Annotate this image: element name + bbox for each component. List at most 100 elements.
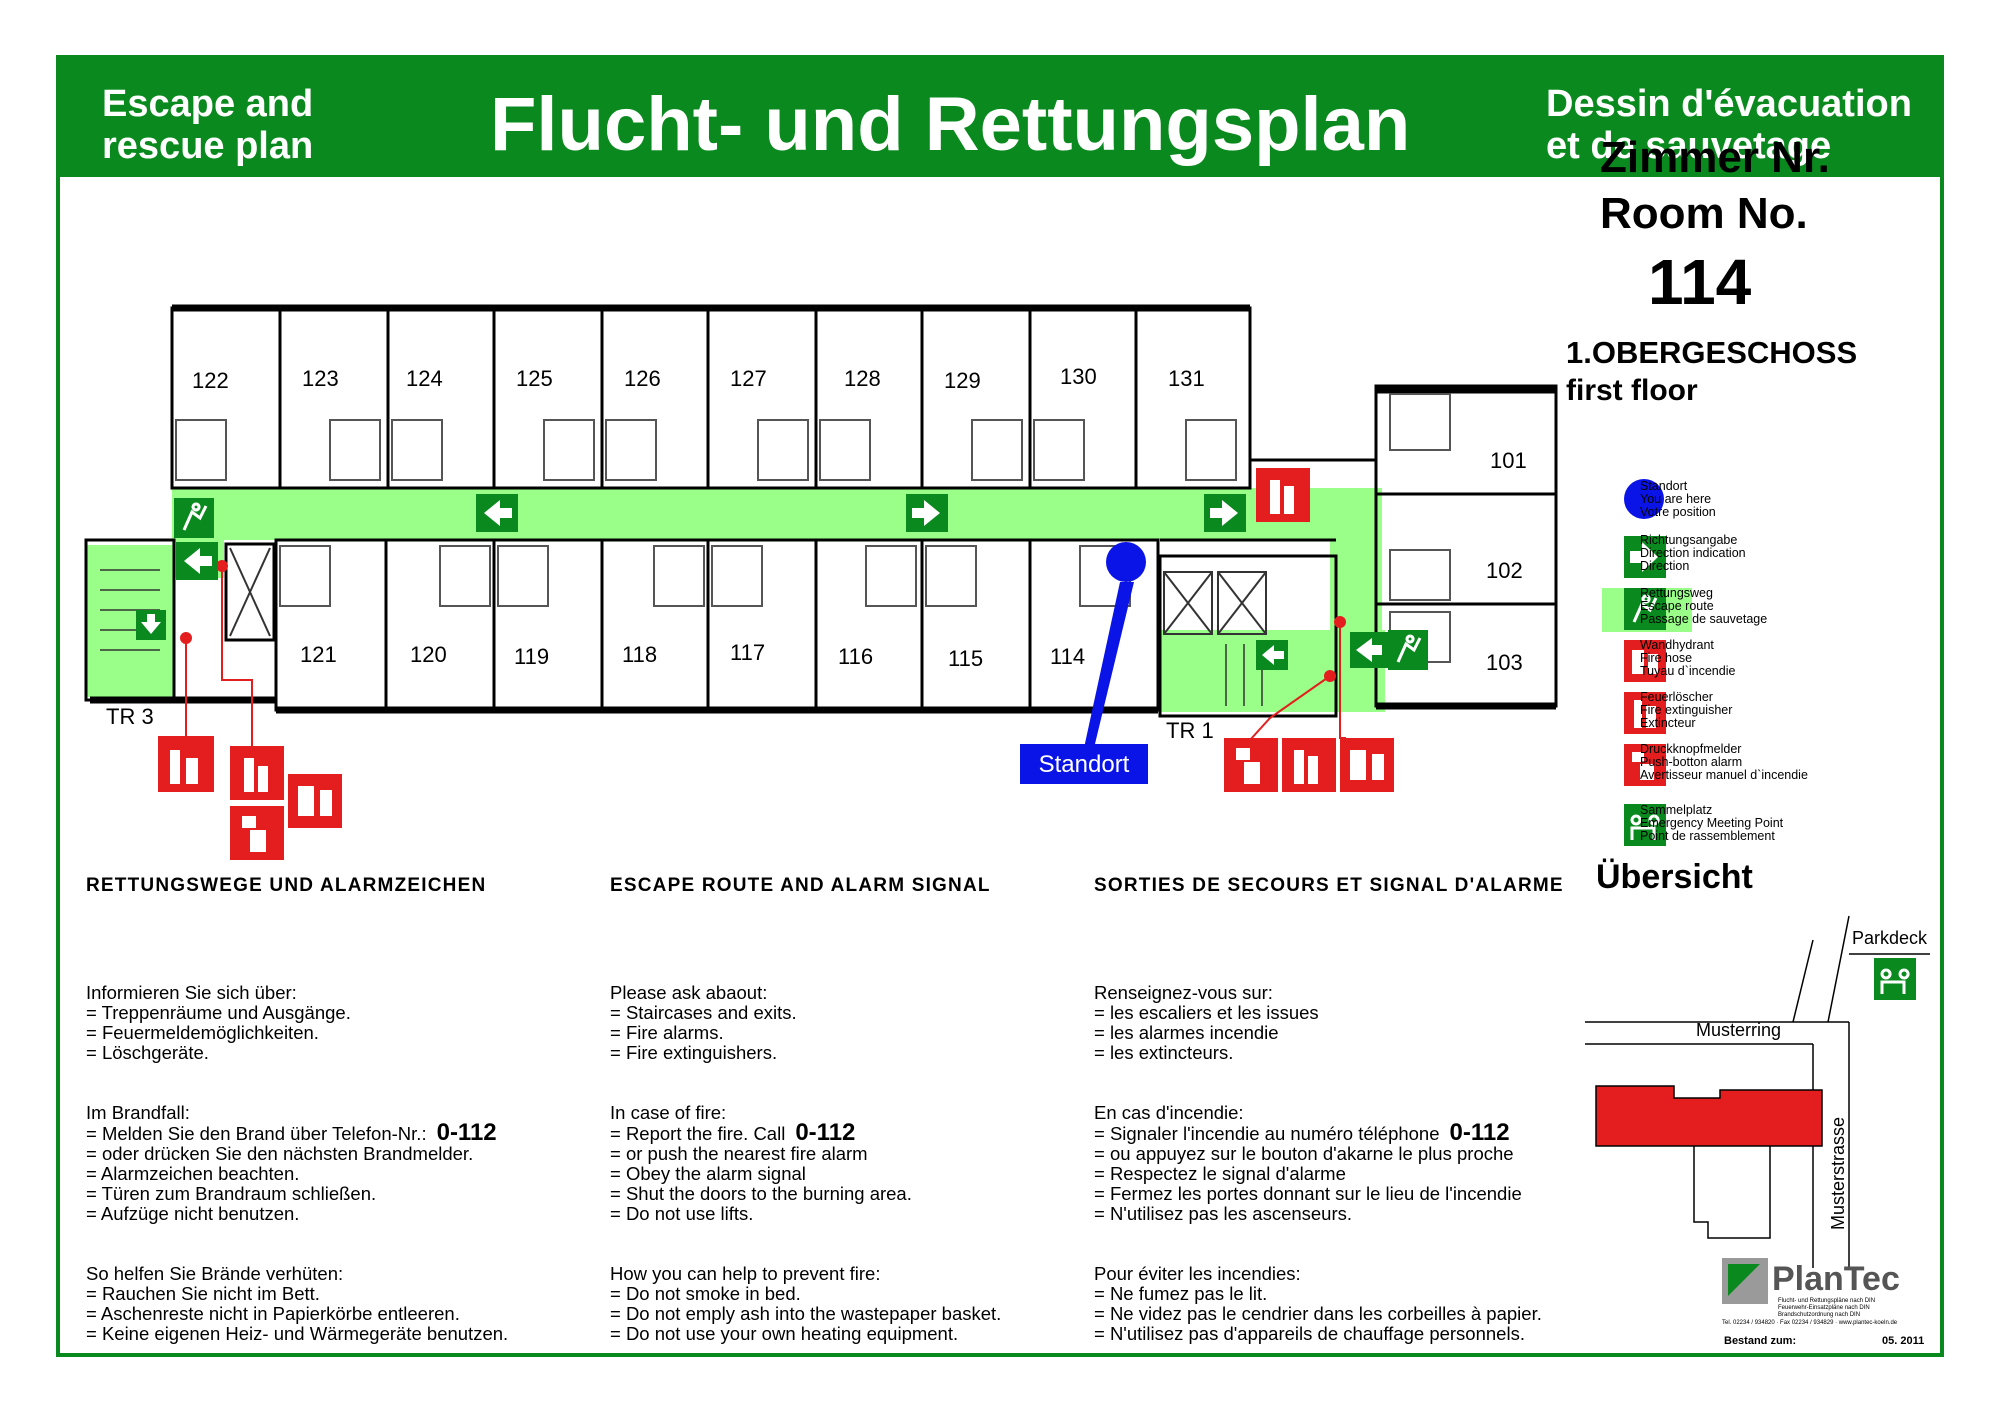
prevent-block-de: So helfen Sie Brände verhüten: = Rauchen…: [86, 1264, 508, 1344]
legend-line: Rettungsweg: [1640, 586, 1713, 600]
text-line: = N'utilisez pas d'appareils de chauffag…: [1094, 1323, 1525, 1344]
text-line: = Ne fumez pas le lit.: [1094, 1283, 1268, 1304]
text-line: = Feuermeldemöglichkeiten.: [86, 1022, 319, 1043]
room-label-de: Zimmer Nr.: [1600, 133, 1830, 182]
room-number-top: 131: [1168, 366, 1205, 391]
room-dividers-bottom: [384, 492, 1556, 710]
header-english-line1: Escape and: [102, 83, 314, 125]
header-french: Dessin d'évacuation et de sauvetage: [1546, 83, 1912, 167]
text-line: = Do not use lifts.: [610, 1203, 754, 1224]
room-number-bottom: 118: [622, 642, 657, 667]
legend-line: Emergency Meeting Point: [1640, 816, 1784, 830]
legend-line: Avertisseur manuel d`incendie: [1640, 768, 1808, 782]
legend-line: Extincteur: [1640, 716, 1696, 730]
bathrooms: [175, 393, 1451, 663]
text-line: = Respectez le signal d'alarme: [1094, 1163, 1346, 1184]
text-line: = Do not emply ash into the wastepaper b…: [610, 1303, 1002, 1324]
legend-line: Feuerlöscher: [1640, 690, 1713, 704]
fire-extinguisher-icon: [1256, 468, 1310, 522]
text-line: En cas d'incendie:: [1094, 1102, 1244, 1123]
header-bar: Escape and rescue plan Flucht- und Rettu…: [60, 59, 1940, 177]
header-french-line1: Dessin d'évacuation: [1546, 83, 1912, 125]
floor-de: 1.OBERGESCHOSS: [1566, 335, 1858, 370]
info-block-de: Informieren Sie sich über: = Treppenräum…: [86, 983, 351, 1063]
text-line: = les alarmes incendie: [1094, 1022, 1279, 1043]
text-line: Informieren Sie sich über:: [86, 982, 297, 1003]
legend-line: Fire hose: [1640, 651, 1693, 665]
bestand-date: 05. 2011: [1882, 1335, 1924, 1347]
section-title-en: ESCAPE ROUTE AND ALARM SIGNAL: [610, 875, 991, 896]
text-line: = Löschgeräte.: [86, 1042, 209, 1063]
text-line: = Do not smoke in bed.: [610, 1283, 801, 1304]
fire-hose-icon: [1624, 640, 1666, 682]
legend-icons: [1602, 479, 1692, 846]
bestand-label: Bestand zum:: [1724, 1335, 1796, 1347]
room-number-top: 126: [624, 366, 661, 391]
legend-line: Direction indication: [1640, 546, 1746, 560]
fire-block-fr: En cas d'incendie: = Signaler l'incendie…: [1094, 1103, 1522, 1224]
text-line: = Fire extinguishers.: [610, 1042, 778, 1063]
you-are-here-marker: [1106, 542, 1146, 582]
assembly-point-icon: [1874, 958, 1916, 1000]
room-number-top: 125: [516, 366, 553, 391]
room-number: 114: [1648, 246, 1752, 318]
room-number-bottom: 121: [300, 642, 337, 667]
text-line: = Fermez les portes donnant sur le lieu …: [1094, 1183, 1522, 1204]
text-line: = oder drücken Sie den nächsten Brandmel…: [86, 1143, 474, 1164]
room-label-en: Room No.: [1600, 189, 1808, 238]
text-line: = Türen zum Brandraum schließen.: [86, 1183, 377, 1204]
header-title: Flucht- und Rettungsplan: [490, 82, 1411, 167]
room-number-bottom: 120: [410, 642, 447, 667]
standort-label: Standort: [1039, 751, 1130, 778]
fire-equipment-signs: [158, 468, 1394, 860]
phone-number: 0-112: [795, 1119, 856, 1146]
info-block-fr: Renseignez-vous sur: = les escaliers et …: [1094, 983, 1319, 1063]
floor-en: first floor: [1566, 374, 1698, 407]
text-line: = Obey the alarm signal: [610, 1163, 806, 1184]
text-line: = Fire alarms.: [610, 1022, 724, 1043]
text-line: = Staircases and exits.: [610, 1002, 797, 1023]
brand-name: PlanTec: [1772, 1260, 1900, 1298]
text-line: Please ask abaout:: [610, 982, 768, 1003]
text-line: Im Brandfall:: [86, 1102, 190, 1123]
exit-signs: [174, 498, 1428, 670]
text-line: Pour éviter les incendies:: [1094, 1263, 1301, 1284]
text-line: = Alarmzeichen beachten.: [86, 1163, 300, 1184]
legend-line: Standort: [1640, 479, 1688, 493]
room-number-right: 103: [1486, 650, 1523, 675]
legend-line: You are here: [1640, 492, 1712, 506]
brand-small-1: Flucht- und Rettungspläne nach DIN: [1778, 1298, 1875, 1304]
room-number-bottom: 119: [514, 644, 549, 669]
text-line: = Melden Sie den Brand über Telefon-Nr.:: [86, 1123, 427, 1144]
text-line: = Keine eigenen Heiz- und Wärmegeräte be…: [86, 1323, 509, 1344]
overview-map: Parkdeck Musterring Musterstrasse: [1585, 915, 1930, 1268]
legend-line: Fire extinguisher: [1640, 703, 1733, 717]
text-line: = Signaler l'incendie au numéro téléphon…: [1094, 1123, 1440, 1144]
room-dividers-top: [278, 308, 1138, 488]
legend-line: Sammelplatz: [1640, 803, 1713, 817]
text-line: = Ne videz pas le cendrier dans les corb…: [1094, 1303, 1542, 1324]
prevent-block-fr: Pour éviter les incendies: = Ne fumez pa…: [1094, 1264, 1542, 1344]
stair-label: TR 1: [1166, 718, 1214, 743]
legend-line: Passage de sauvetage: [1640, 612, 1768, 626]
overview-title: Übersicht: [1596, 858, 1753, 896]
plantec-logo: PlanTec Flucht- und Rettungspläne nach D…: [1722, 1258, 1924, 1347]
fire-hose-icon: [1340, 738, 1394, 792]
text-line: In case of fire:: [610, 1102, 727, 1123]
street-musterstrasse: Musterstrasse: [1828, 1117, 1848, 1230]
text-line: = les extincteurs.: [1094, 1042, 1234, 1063]
text-line: = Melden Sie den Brand über Telefon-Nr.:…: [86, 1121, 497, 1145]
room-number-bottom: 115: [948, 646, 983, 671]
you-are-here-pointer: [1084, 582, 1134, 748]
legend-line: Richtungsangabe: [1640, 533, 1738, 547]
wall-accents: [90, 304, 1556, 714]
room-number-right: 102: [1486, 558, 1523, 583]
legend-line: Wandhydrant: [1640, 638, 1714, 652]
text-line: = Do not use your own heating equipment.: [610, 1323, 959, 1344]
legend-line: Druckknopfmelder: [1640, 742, 1742, 756]
escape-route-area: [86, 488, 1385, 712]
fire-block-en: In case of fire: = Report the fire. Call…: [610, 1103, 912, 1224]
